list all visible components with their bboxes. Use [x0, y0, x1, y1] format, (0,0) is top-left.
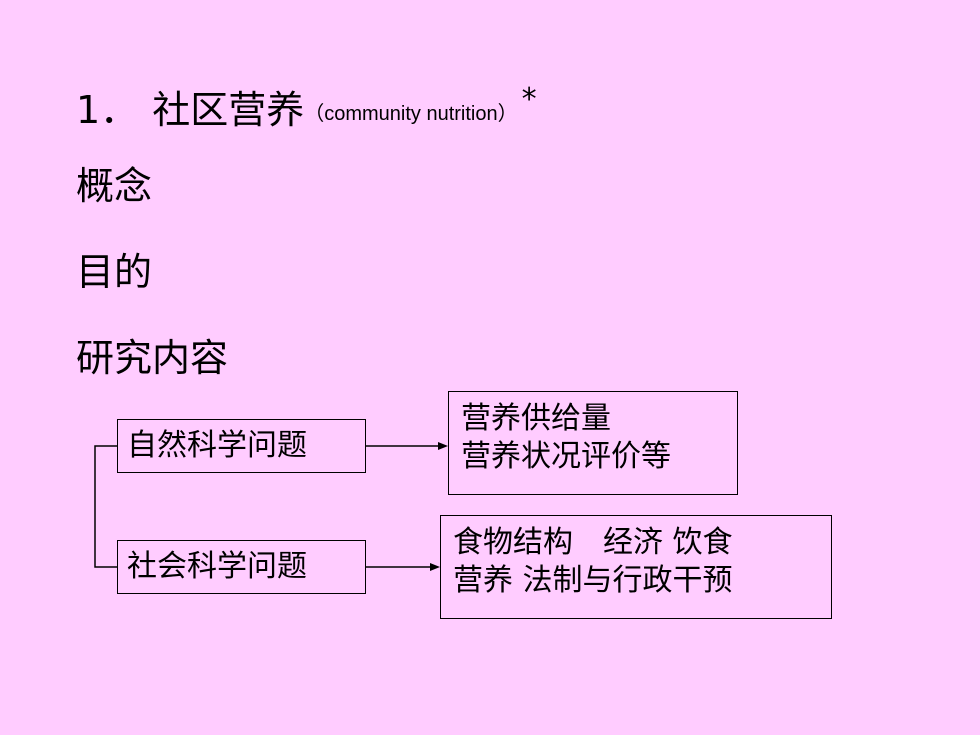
- box-social-science: 社会科学问题: [117, 540, 366, 594]
- box-natural-outcome: 营养供给量 营养状况评价等: [448, 391, 738, 495]
- arrowhead-natural: [438, 442, 448, 450]
- item-purpose: 目的: [76, 250, 153, 294]
- arrowhead-social: [430, 563, 440, 571]
- social-outcome-line-1: 食物结构 经济 饮食: [453, 525, 733, 560]
- box-natural-science: 自然科学问题: [117, 419, 366, 473]
- social-science-label: 社会科学问题: [127, 549, 307, 584]
- bracket-line: [94, 445, 117, 568]
- title-number: 1．: [76, 88, 139, 132]
- slide-title: 1． 社区营养（community nutrition）*: [76, 78, 537, 136]
- item-concept: 概念: [76, 164, 153, 208]
- social-outcome-line-2: 营养 法制与行政干预: [453, 563, 733, 598]
- natural-outcome-line-1: 营养供给量: [461, 401, 611, 436]
- title-english: （community nutrition）: [304, 103, 518, 125]
- natural-outcome-line-2: 营养状况评价等: [461, 439, 671, 474]
- natural-science-label: 自然科学问题: [127, 428, 307, 463]
- box-social-outcome: 食物结构 经济 饮食 营养 法制与行政干预: [440, 515, 832, 619]
- title-star: *: [521, 82, 537, 117]
- item-research-content: 研究内容: [76, 336, 229, 380]
- title-main: 社区营养: [152, 88, 305, 132]
